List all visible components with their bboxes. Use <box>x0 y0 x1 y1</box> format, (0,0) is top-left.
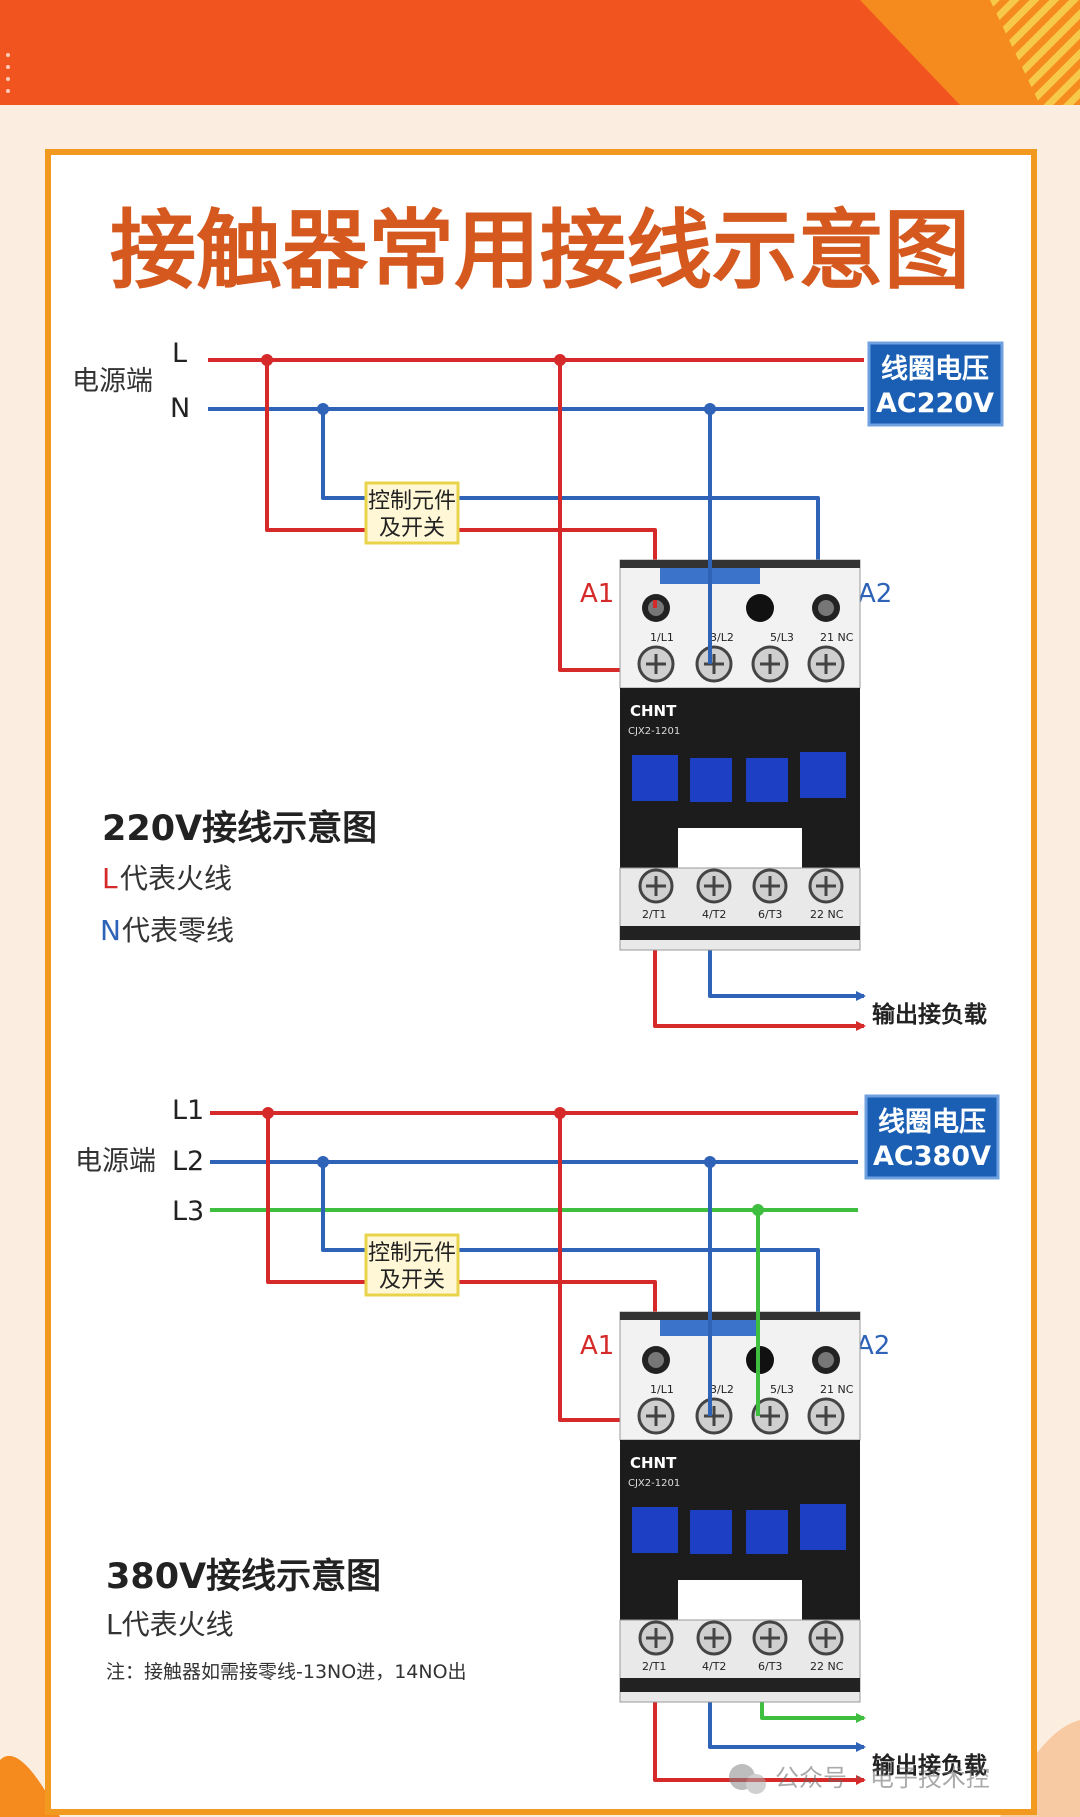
contactor-label-window <box>678 828 802 868</box>
coil-a2-label: A2 <box>858 579 892 609</box>
line-label-l1: L1 <box>172 1095 204 1126</box>
line-label-l: L <box>172 338 187 369</box>
terminal-label-top: 1/L1 <box>650 1383 674 1396</box>
coil-voltage-line1: 线圈电压 <box>878 1107 986 1138</box>
legend-n-letter: N <box>100 914 121 947</box>
bottom-screw-terminals <box>638 1620 844 1656</box>
header-stripes <box>990 0 1080 105</box>
wire-l1-to-control <box>266 1113 366 1284</box>
watermark-text: 公众号 · 电子技术控 <box>775 1764 990 1792</box>
terminal-label-top: 21 NC <box>820 1383 854 1396</box>
control-label-line1: 控制元件 <box>368 489 456 514</box>
header-dots <box>6 53 10 93</box>
terminal-label-top: 5/L3 <box>770 1383 794 1396</box>
watermark: 公众号 · 电子技术控 <box>729 1764 990 1794</box>
diagram-220: 电源端 L N 控制元件 及开关 线圈电压 AC220V A1 A2 <box>72 338 1004 1031</box>
terminal-label-bottom: 4/T2 <box>702 908 726 921</box>
terminal-label-bottom: 22 NC <box>810 908 844 921</box>
diagram-caption: 220V接线示意图 <box>102 809 377 849</box>
terminal-label-bottom: 2/T1 <box>642 1660 666 1673</box>
din-rail <box>620 1678 860 1692</box>
control-label-line2: 及开关 <box>379 1268 445 1293</box>
junction-dot <box>317 403 329 415</box>
wire-l-to-control <box>265 360 366 532</box>
coil-voltage-line2: AC380V <box>873 1141 991 1172</box>
wire-l-to-1l1 <box>558 360 648 672</box>
control-element-box <box>364 1233 460 1297</box>
line-label-n: N <box>170 393 190 424</box>
terminal-label-top: 3/L2 <box>710 1383 734 1396</box>
contactor-380: 1/L1 3/L2 5/L3 21 NC CHNT CJX2-1201 2/T1… <box>619 1162 861 1703</box>
junction-dot <box>262 1107 274 1119</box>
line-label-l3: L3 <box>172 1196 204 1227</box>
junction-dot <box>554 1107 566 1119</box>
legend-l-text: 代表火线 <box>120 862 232 895</box>
model-label: CJX2-1201 <box>628 1478 680 1489</box>
contactor-blue-buttons <box>632 1504 846 1554</box>
note-text: 注：接触器如需接零线-13NO进，14NO出 <box>106 1661 467 1683</box>
terminal-label-top: 1/L1 <box>650 631 674 644</box>
diagram-380: 电源端 L1 L2 L3 控制元件 及开关 线圈电压 AC380V <box>75 1094 1000 1785</box>
contactor-label-window <box>678 1580 802 1620</box>
din-rail <box>620 926 860 940</box>
wire-l1-to-1l1 <box>558 1113 648 1422</box>
coil-voltage-box <box>864 1094 1000 1180</box>
terminal-label-top: 21 NC <box>820 631 854 644</box>
control-element-box <box>364 481 460 545</box>
terminal-label-bottom: 4/T2 <box>702 1660 726 1673</box>
terminal-label-top: 5/L3 <box>770 631 794 644</box>
contactor-blue-buttons <box>632 752 846 802</box>
brand-label: CHNT <box>630 702 677 720</box>
control-label-line1: 控制元件 <box>368 1241 456 1266</box>
coil-voltage-line1: 线圈电压 <box>881 354 989 385</box>
coil-voltage-box <box>867 341 1004 427</box>
coil-voltage-line2: AC220V <box>876 388 994 419</box>
coil-a1-label: A1 <box>580 1331 614 1361</box>
page-title: 接触器常用接线示意图 <box>110 201 970 301</box>
terminal-label-bottom: 6/T3 <box>758 908 782 921</box>
terminal-label-bottom: 22 NC <box>810 1660 844 1673</box>
coil-a2-label: A2 <box>856 1331 890 1361</box>
terminal-label-bottom: 2/T1 <box>642 908 666 921</box>
bottom-screw-terminals <box>638 868 844 904</box>
model-label: CJX2-1201 <box>628 726 680 737</box>
junction-dot <box>554 354 566 366</box>
top-screw-terminals <box>637 1397 845 1435</box>
brand-label: CHNT <box>630 1454 677 1472</box>
terminal-label-top: 3/L2 <box>710 631 734 644</box>
top-screw-terminals <box>637 645 845 683</box>
wire-l2-to-control <box>321 1162 366 1252</box>
legend-l-letter: L <box>102 862 118 895</box>
diagram-caption: 380V接线示意图 <box>106 1557 381 1597</box>
junction-dot <box>317 1156 329 1168</box>
line-label-l2: L2 <box>172 1146 204 1177</box>
output-label: 输出接负载 <box>872 1001 987 1028</box>
junction-dot <box>261 354 273 366</box>
wire-n-to-control <box>321 409 366 500</box>
main-frame <box>45 149 1037 1815</box>
contactor-220: 1/L1 3/L2 5/L3 21 NC CHNT CJX2-1201 2 <box>619 409 861 951</box>
control-label-line2: 及开关 <box>379 516 445 541</box>
source-label: 电源端 <box>72 366 153 397</box>
source-label: 电源端 <box>75 1146 156 1177</box>
output-label: 输出接负载 <box>872 1752 987 1779</box>
legend-l: L代表火线 <box>106 1608 234 1641</box>
terminal-label-bottom: 6/T3 <box>758 1660 782 1673</box>
coil-a1-label: A1 <box>580 579 614 609</box>
legend-n-text: 代表零线 <box>122 914 234 947</box>
